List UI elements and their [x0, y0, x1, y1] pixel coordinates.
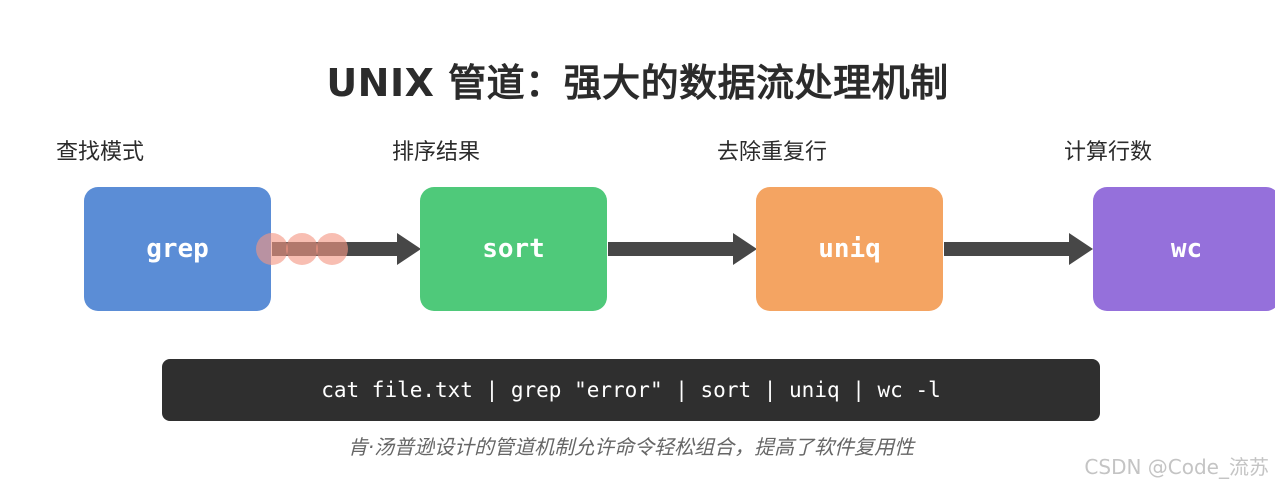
pipe-arrow-uniq-to-wc [944, 233, 1093, 265]
command-line-bar: cat file.txt | grep "error" | sort | uni… [162, 359, 1100, 421]
stage-command-sort: sort [482, 234, 545, 264]
flow-dot [286, 233, 318, 265]
pipe-arrow-sort-to-uniq [608, 233, 757, 265]
stage-box-wc: wc [1093, 187, 1275, 311]
diagram-title: UNIX 管道：强大的数据流处理机制 [326, 61, 949, 105]
stage-label-sort: 排序结果 [392, 140, 481, 165]
stage-box-sort: sort [420, 187, 607, 311]
stage-command-grep: grep [146, 234, 209, 264]
stage-box-uniq: uniq [756, 187, 943, 311]
flow-dot [256, 233, 288, 265]
caption: 肯·汤普逊设计的管道机制允许命令轻松组合，提高了软件复用性 [347, 435, 915, 459]
stage-command-uniq: uniq [818, 234, 881, 264]
stage-box-wc-clip: wc [1093, 187, 1275, 311]
stage-command-wc: wc [1170, 234, 1203, 264]
command-line-text: cat file.txt | grep "error" | sort | uni… [321, 378, 941, 402]
stage-label-uniq: 去除重复行 [717, 140, 828, 165]
stage-label-grep: 查找模式 [56, 140, 145, 165]
stage-label-wc: 计算行数 [1064, 140, 1153, 165]
flow-dot [316, 233, 348, 265]
stage-box-grep: grep [84, 187, 271, 311]
watermark: CSDN @Code_流苏 [1084, 455, 1269, 479]
